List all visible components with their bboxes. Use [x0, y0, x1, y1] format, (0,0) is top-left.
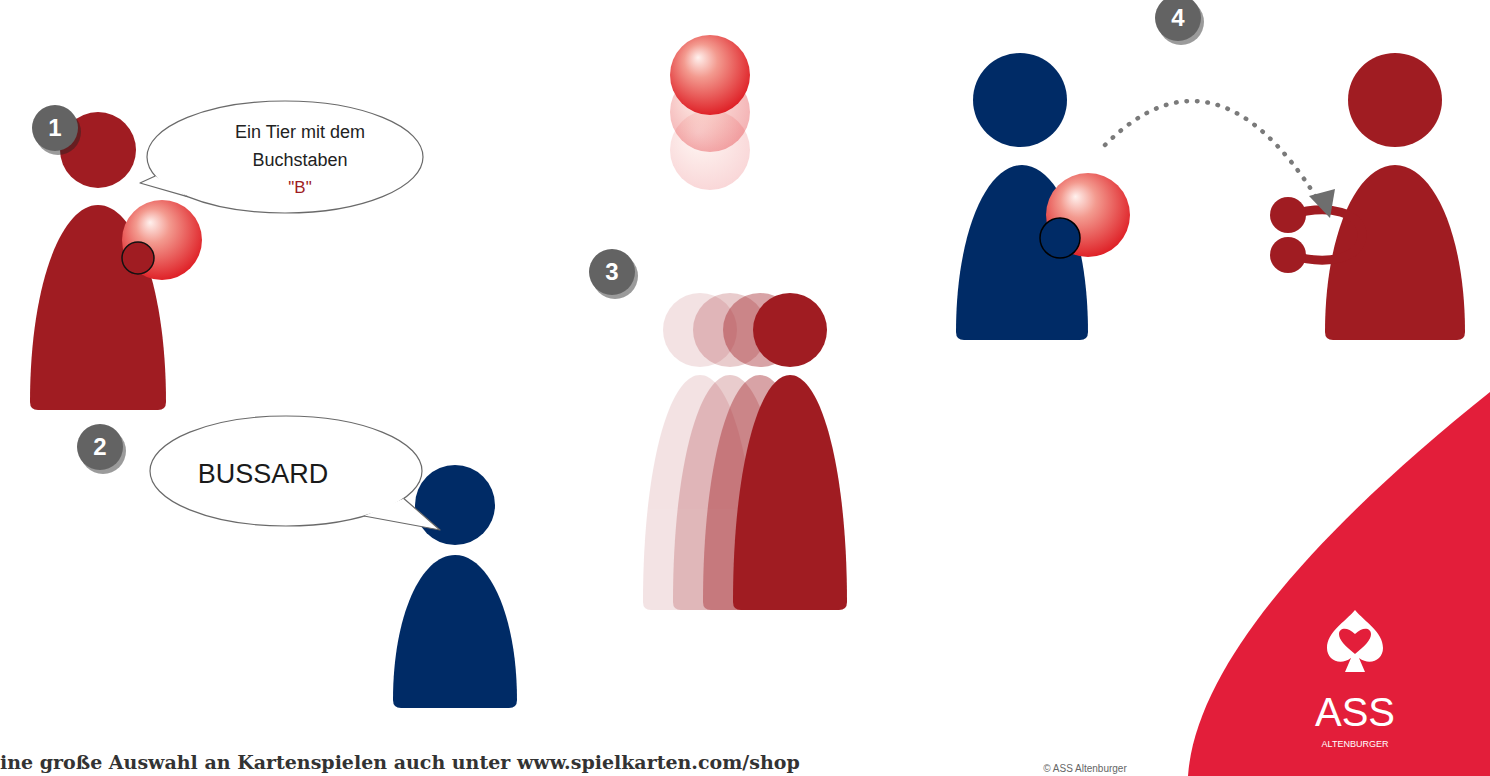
step-number: 2	[93, 435, 106, 459]
hand	[122, 242, 154, 274]
speech-text: Ein Tier mit dem Buchstaben	[220, 118, 380, 174]
speech-letter: "B"	[288, 174, 311, 202]
speech-text: BUSSARD	[198, 457, 329, 491]
ball	[122, 200, 202, 280]
bubble-text: BUSSARD	[168, 457, 358, 491]
red-player	[30, 112, 166, 410]
hand	[1040, 218, 1080, 258]
step-number: 1	[48, 116, 61, 140]
footer-note: ine große Auswahl an Kartenspielen auch …	[0, 753, 800, 772]
logo-wordmark: ASS	[1315, 692, 1395, 732]
step-number: 3	[605, 260, 618, 284]
red-player	[733, 293, 847, 610]
speech-bubble: Ein Tier mit dem Buchstaben"B"	[145, 100, 425, 215]
ball	[670, 35, 750, 115]
bubble-body	[147, 101, 423, 213]
red-player	[1270, 53, 1465, 340]
arrow-head	[1309, 189, 1335, 218]
bubble-tail	[140, 176, 187, 197]
bubble-text: Ein Tier mit dem Buchstaben"B"	[220, 118, 380, 202]
bubble-tail	[364, 499, 440, 531]
spade-logo	[1327, 610, 1383, 672]
speech-bubble: BUSSARD	[148, 415, 424, 527]
throw-path	[1105, 101, 1318, 200]
step-badges	[32, 0, 1204, 474]
logo-subtitle: ALTENBURGER	[1322, 740, 1389, 749]
copyright: © ASS Altenburger	[1043, 764, 1127, 774]
step-number: 4	[1171, 6, 1184, 30]
logo-corner	[1188, 392, 1490, 776]
blue-player	[393, 465, 517, 708]
